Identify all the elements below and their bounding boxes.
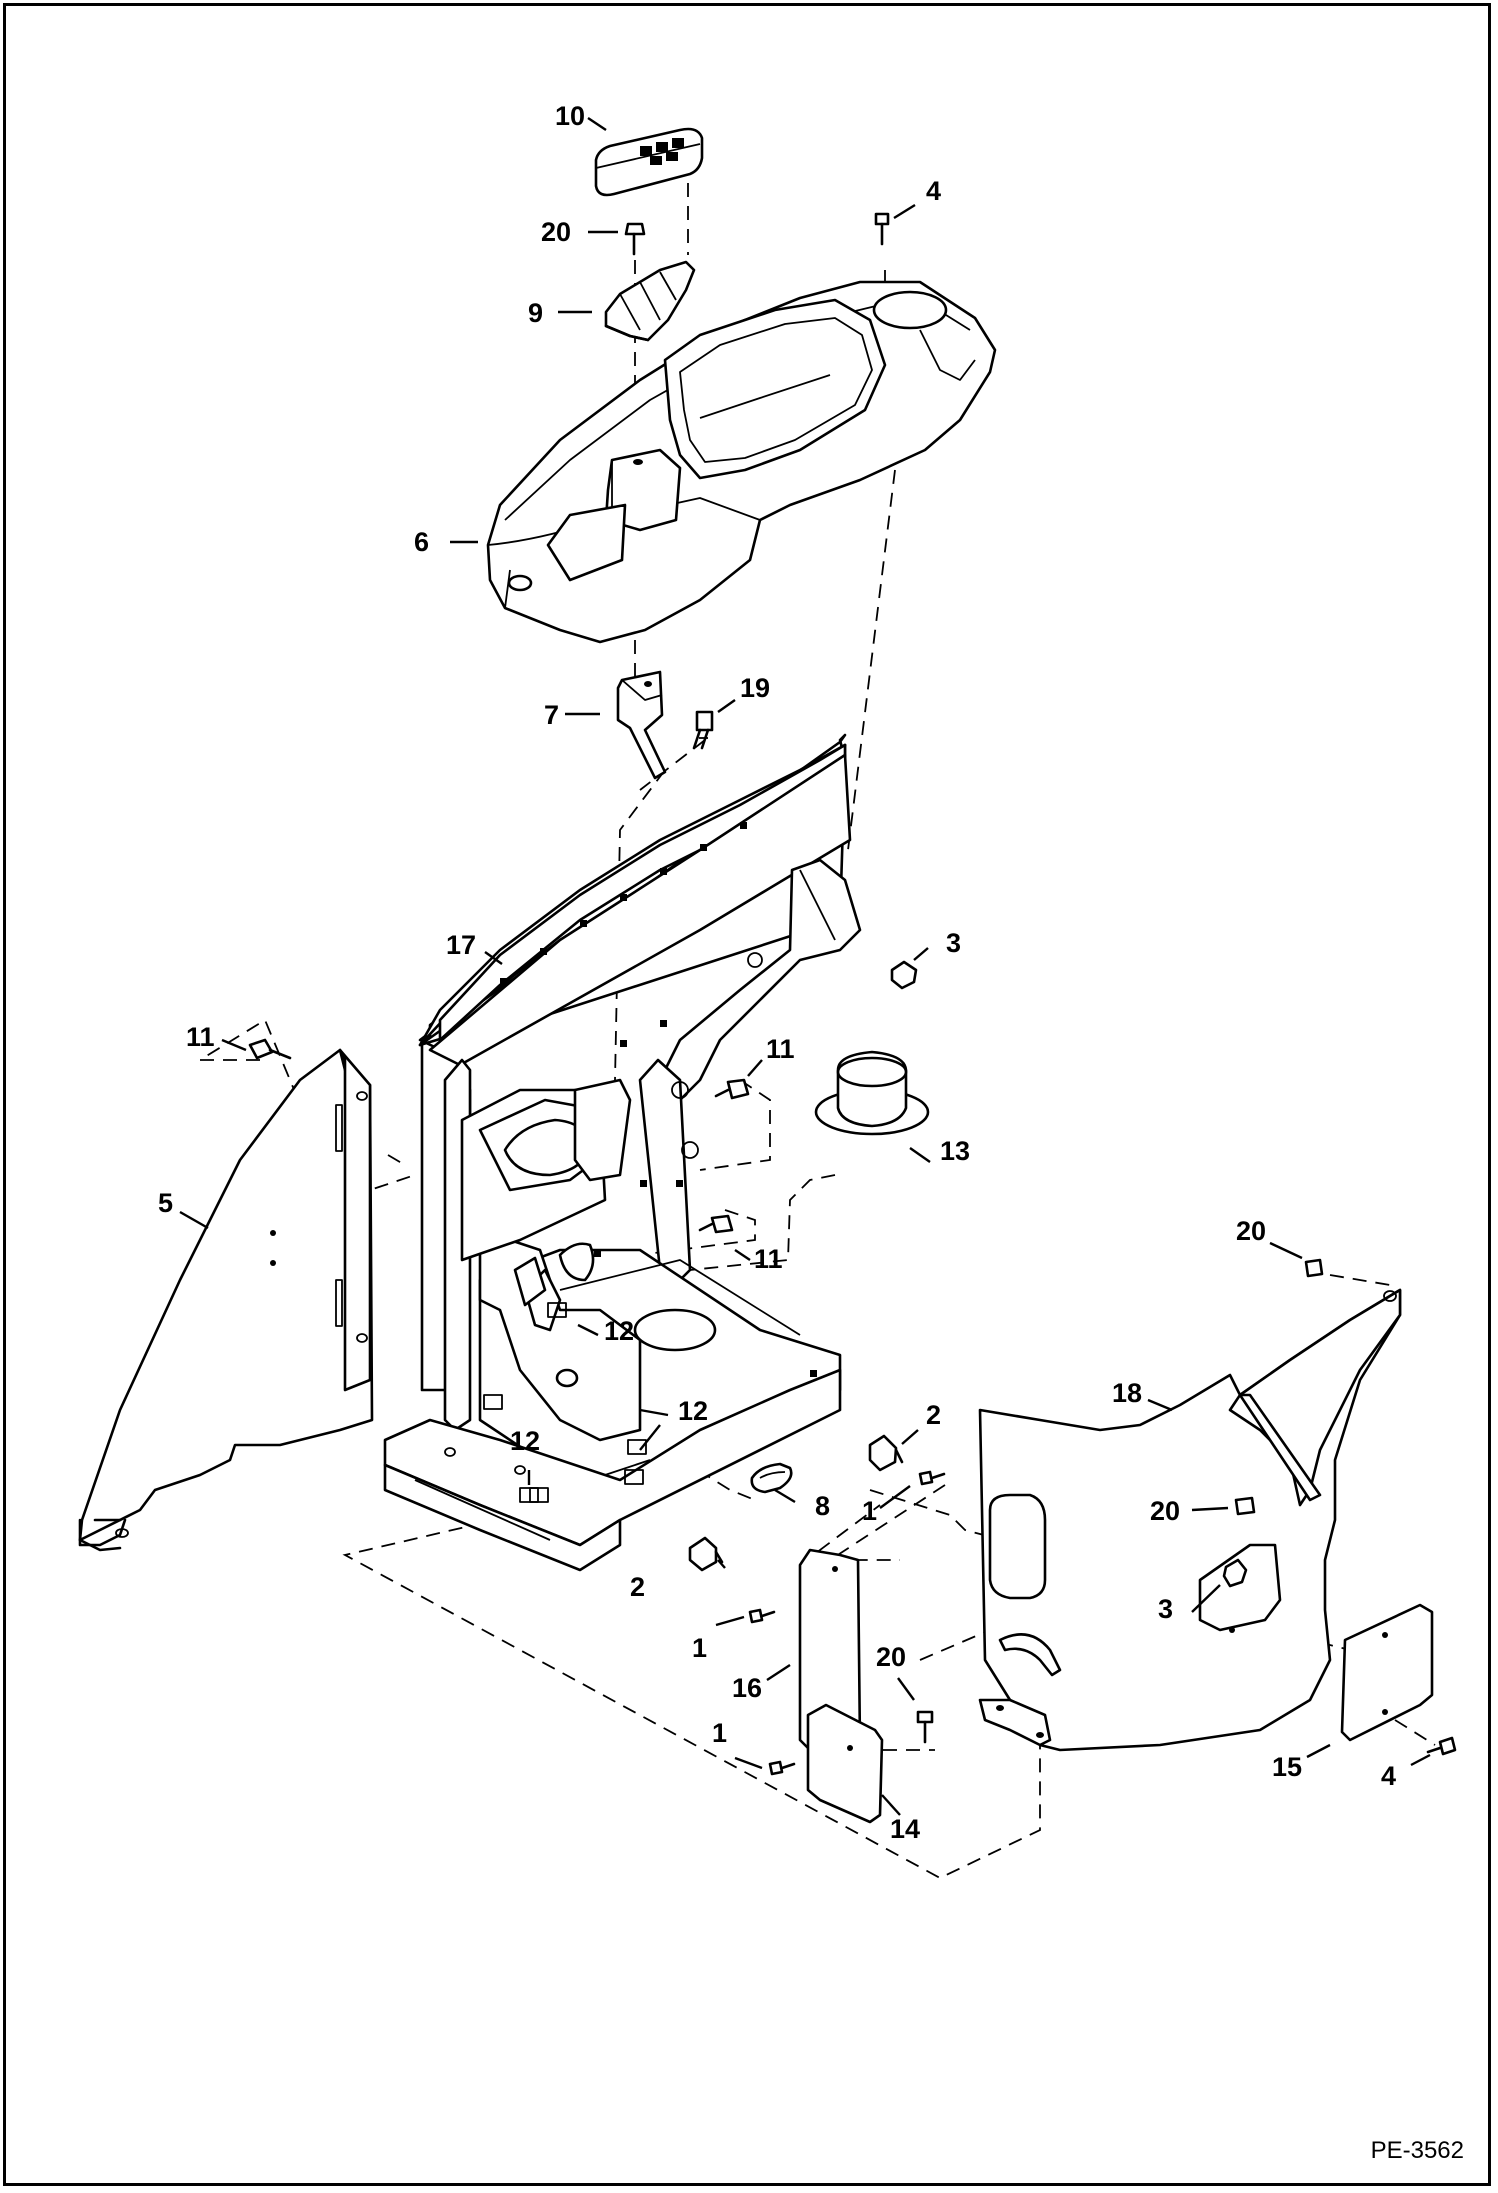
leader-lines: [179, 117, 1431, 1816]
clip-part-3-top: [890, 960, 918, 990]
callout-11-mid: 11: [766, 1034, 795, 1064]
screw-part-11-left: [248, 1038, 292, 1060]
screw-part-20-upper-right: [1304, 1258, 1324, 1278]
callout-11-lower: 11: [754, 1244, 783, 1274]
callout-5: 5: [158, 1188, 173, 1218]
clip-part-2-right: [868, 1434, 904, 1472]
callout-14: 14: [890, 1814, 920, 1844]
callout-17: 17: [446, 930, 476, 960]
screw-part-20-mid-right: [1234, 1496, 1256, 1516]
callout-18: 18: [1112, 1378, 1142, 1408]
callout-20-upper-right: 20: [1236, 1216, 1266, 1246]
console-cover-part-6: [486, 280, 997, 644]
plug-part-13: [814, 1050, 930, 1136]
bracket-part-9: [604, 260, 696, 342]
callout-10: 10: [555, 101, 585, 131]
callout-12-upper: 12: [604, 1316, 634, 1346]
screw-part-4-lower: [1426, 1736, 1457, 1756]
callout-1-mid: 1: [692, 1633, 707, 1663]
callout-13: 13: [940, 1136, 970, 1166]
side-cover-part-18: [978, 1288, 1402, 1752]
grommet-markers-part-12: [529, 1302, 567, 1503]
callout-3-top: 3: [946, 928, 961, 958]
callout-3-lower: 3: [1158, 1594, 1173, 1624]
bracket-part-7: [616, 670, 667, 780]
callout-12-right: 12: [678, 1396, 708, 1426]
screw-part-1-lower: [768, 1760, 796, 1776]
callout-20-top: 20: [541, 217, 571, 247]
screw-part-4-top: [874, 212, 890, 246]
callout-15: 15: [1272, 1752, 1302, 1782]
figure-code: PE-3562: [1370, 2137, 1464, 2164]
callout-8: 8: [815, 1491, 830, 1521]
callout-7: 7: [544, 700, 559, 730]
callout-12-left: 12: [510, 1426, 540, 1456]
clip-part-3-lower: [1222, 1558, 1248, 1588]
callout-16: 16: [732, 1673, 762, 1703]
plate-part-15: [1340, 1603, 1434, 1742]
callout-2-right: 2: [926, 1400, 941, 1430]
callout-20-mid-right: 20: [1150, 1496, 1180, 1526]
callout-4-top: 4: [926, 176, 941, 206]
grommet-part-8: [750, 1462, 793, 1494]
switch-panel-part-10: [594, 127, 704, 197]
callout-2-left: 2: [630, 1572, 645, 1602]
side-panel-part-5: [78, 1048, 374, 1552]
screw-part-1-mid: [748, 1608, 776, 1624]
callout-labels: 10 4 20 9 6 7 19 17 3 11 11 11 13 5 12 1…: [158, 101, 1396, 1844]
screw-part-11-mid: [714, 1078, 750, 1100]
callout-20-lower: 20: [876, 1642, 906, 1672]
callout-6: 6: [414, 527, 429, 557]
frame-part-17: [383, 733, 862, 1572]
screw-part-1-upper: [918, 1470, 946, 1486]
screw-part-20-top: [624, 222, 646, 256]
callout-1-upper: 1: [862, 1496, 877, 1526]
callout-1-lower: 1: [712, 1718, 727, 1748]
callout-9: 9: [528, 298, 543, 328]
clip-part-2-left: [688, 1536, 724, 1572]
screw-part-11-lower: [698, 1214, 734, 1234]
callout-4-lower: 4: [1381, 1761, 1396, 1791]
callout-19: 19: [740, 673, 770, 703]
screw-part-19: [692, 710, 714, 750]
plate-part-14: [806, 1703, 884, 1824]
screw-part-20-lower: [916, 1710, 934, 1744]
callout-11-left: 11: [186, 1022, 215, 1052]
